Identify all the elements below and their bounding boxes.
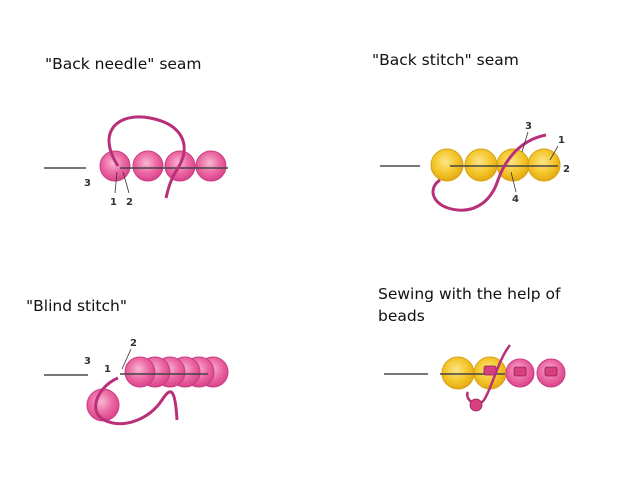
label-4: 4 — [512, 194, 519, 205]
label-2: 2 — [563, 164, 570, 175]
label-3: 3 — [84, 178, 91, 189]
title-back-needle-seam: "Back needle" seam — [45, 55, 202, 73]
label-1: 1 — [558, 135, 565, 146]
sequin-icon — [195, 150, 227, 182]
panel-sewing-with-beads — [384, 344, 566, 412]
title-line-1: Sewing with the help of — [378, 285, 561, 303]
sequin-icon — [86, 388, 120, 422]
bead-icon — [469, 398, 483, 412]
panel-back-stitch: 3 1 2 4 — [380, 121, 570, 212]
thread-icon — [431, 133, 547, 212]
panel-back-needle: 3 1 2 — [44, 115, 228, 208]
thread-icon — [465, 344, 511, 406]
thread-icon — [94, 376, 179, 426]
sequin-icon — [527, 148, 561, 182]
title-sewing-with-beads: Sewing with the help of beads — [378, 283, 561, 327]
label-3: 3 — [84, 356, 91, 367]
bead-icon — [513, 366, 527, 377]
sequin-icon — [464, 148, 498, 182]
title-line-2: beads — [378, 307, 425, 325]
label-2: 2 — [126, 197, 133, 208]
label-2: 2 — [130, 338, 137, 349]
sequin-icon — [124, 356, 156, 388]
bead-icon — [544, 366, 558, 377]
panel-blind-stitch: 3 2 1 — [44, 338, 229, 426]
title-back-stitch-seam: "Back stitch" seam — [372, 51, 519, 69]
sequin-icon — [441, 356, 475, 390]
label-1: 1 — [104, 364, 111, 375]
thread-icon — [107, 115, 186, 199]
title-blind-stitch: "Blind stitch" — [26, 297, 127, 315]
sequin-icon — [132, 150, 164, 182]
sequin-icon — [430, 148, 464, 182]
sequin-icon — [99, 150, 131, 182]
label-3: 3 — [525, 121, 532, 132]
label-1: 1 — [110, 197, 117, 208]
